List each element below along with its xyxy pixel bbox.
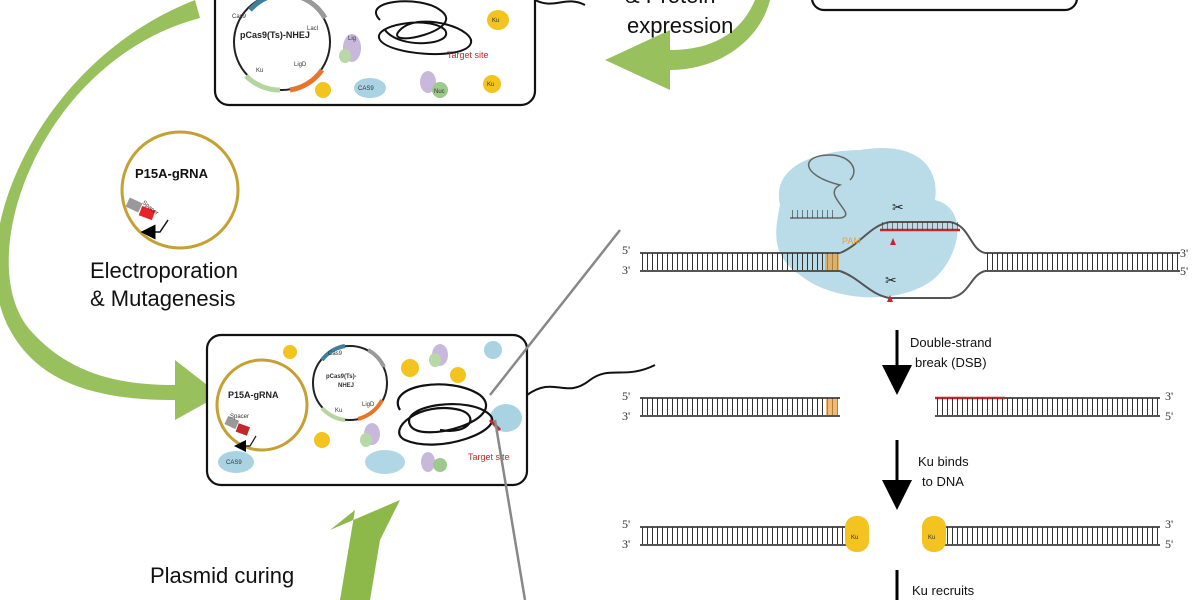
prime-1c: 3': [1180, 246, 1188, 260]
dsb-dna: 5' 3' 3' 5': [622, 389, 1173, 423]
zoom-line-upper: [489, 229, 621, 396]
protein-expression-label-1: & Protein: [625, 0, 716, 8]
ku-protein-top-2: Ku: [487, 82, 494, 88]
target-site-cell: Target site: [468, 452, 510, 462]
prime-1d: 5': [1180, 264, 1188, 278]
cas9-protein-top: CAS9: [358, 86, 374, 92]
arrow-top-left-green: [0, 0, 220, 420]
prime-3b: 3': [622, 537, 630, 551]
dsb-label-2: break (DSB): [915, 355, 987, 370]
middle-cell: P15A-gRNA Spacer pCas9(Ts)- NHEJ Cas9 Ku…: [205, 333, 529, 487]
flagellum-middle: [526, 364, 656, 396]
prime-2a: 5': [622, 389, 630, 403]
prime-3a: 5': [622, 517, 630, 531]
ku-protein-left: Ku: [851, 535, 858, 541]
target-site-top: Target site: [447, 50, 489, 60]
cas9-plasmid-label-a: pCas9(Ts)-: [326, 374, 357, 380]
gRNA-plasmid-label: P15A-gRNA: [135, 166, 209, 181]
arrow-plasmid-curing: [330, 500, 400, 600]
top-right-box: [811, 0, 1078, 12]
prime-2d: 5': [1165, 409, 1173, 423]
prime-1a: 5': [622, 243, 630, 257]
spacer-label-cell: Spacer: [230, 414, 249, 420]
gene-ligd-cell: LigD: [362, 402, 375, 408]
gene-ku-cell: Ku: [335, 408, 342, 414]
zoom-line-lower: [493, 419, 527, 600]
ku-binds-label-1: Ku binds: [918, 454, 969, 469]
gene-cas9-top: Cas9: [232, 14, 247, 20]
scissors-icon-bottom: ✂: [885, 273, 897, 289]
prime-3d: 5': [1165, 537, 1173, 551]
nuc-protein-top: Nuc: [434, 89, 445, 95]
cas9-plasmid-label-b: NHEJ: [338, 383, 354, 389]
flagellum-top: [534, 0, 586, 6]
protein-expression-label-2: expression: [627, 13, 733, 38]
gene-ligd-top: LigD: [294, 62, 307, 68]
prime-2c: 3': [1165, 389, 1173, 403]
gene-laci-top: LacI: [307, 26, 319, 32]
pam-label: PAM: [842, 236, 861, 246]
prime-3c: 3': [1165, 517, 1173, 531]
electroporation-label-2: & Mutagenesis: [90, 286, 236, 311]
gRNA-plasmid-label-cell: P15A-gRNA: [228, 390, 279, 400]
ku-protein-top-1: Ku: [492, 18, 499, 24]
dsb-label-1: Double-strand: [910, 335, 992, 350]
cas9-protein-cell: CAS9: [226, 460, 242, 466]
electroporation-label-1: Electroporation: [90, 258, 238, 283]
ku-recruits-label: Ku recruits: [912, 583, 975, 598]
plasmid-curing-label: Plasmid curing: [150, 563, 294, 588]
scissors-icon-top: ✂: [892, 200, 904, 216]
prime-1b: 3': [622, 263, 630, 277]
prime-2b: 3': [622, 409, 630, 423]
ku-binds-label-2: to DNA: [922, 474, 964, 489]
arrow-protein-expression: [605, 0, 770, 90]
ku-bound-dna: Ku Ku 5' 3' 3' 5': [622, 516, 1173, 552]
gene-cas9-cell: Cas9: [328, 351, 343, 357]
gene-ku-top: Ku: [256, 68, 263, 74]
cas9-plasmid-label-top: pCas9(Ts)-NHEJ: [240, 30, 310, 40]
ku-protein-right: Ku: [928, 535, 935, 541]
lig-protein-top: Lig: [348, 36, 356, 42]
gRNA-plasmid: P15A-gRNA Spacer: [120, 130, 240, 250]
cas9-complex: ✂ ✂ PAM 5' 3' 3' 5': [622, 148, 1188, 302]
top-cell: pCas9(Ts)-NHEJ Cas9 LacI Ku LigD Target …: [213, 0, 537, 107]
